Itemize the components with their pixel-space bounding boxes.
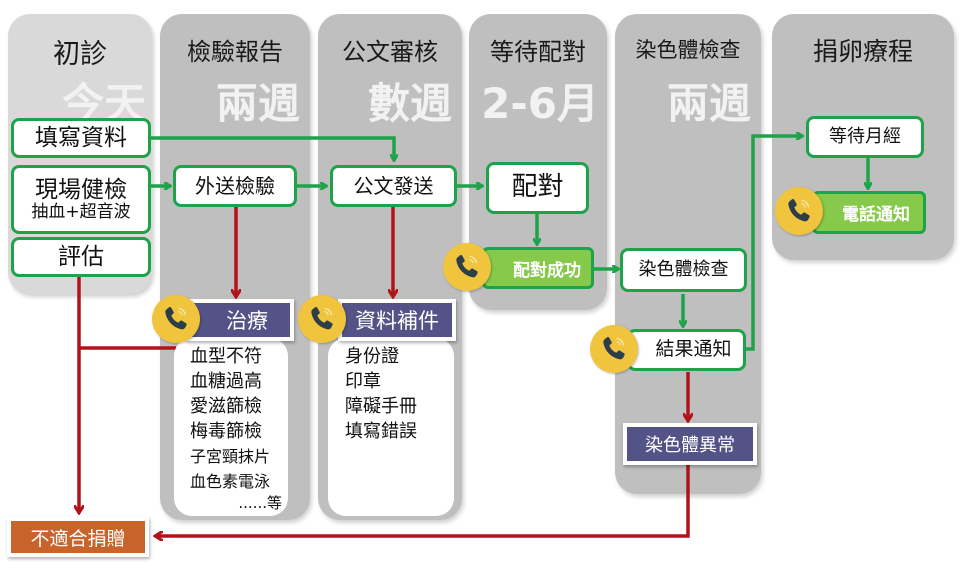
step-wait-period[interactable]: 等待月經: [806, 116, 924, 158]
phone-icon: [298, 295, 346, 343]
step-label: 現場健檢: [35, 176, 127, 203]
step-match-success[interactable]: 配對成功: [482, 247, 594, 289]
column-title: 公文審核: [342, 38, 438, 66]
step-label: 電話通知: [842, 205, 910, 225]
step-label: 外送檢驗: [195, 173, 275, 198]
reason-item: 障礙手冊: [345, 396, 417, 417]
reason-item: ......等: [238, 494, 282, 512]
outcome-chromosome-abnormal[interactable]: 染色體異常: [623, 423, 757, 465]
step-external-test[interactable]: 外送檢驗: [173, 165, 297, 207]
step-onsite-checkup[interactable]: 現場健檢 抽血+超音波: [11, 165, 151, 234]
step-label: 染色體檢查: [638, 258, 729, 280]
reason-item: 血糖過高: [190, 371, 262, 392]
phone-icon: [775, 187, 823, 235]
arrow-fill-form-to-document: [150, 136, 394, 160]
column-title: 等待配對: [490, 38, 586, 66]
phone-icon: [590, 325, 638, 373]
step-sublabel: 抽血+超音波: [31, 201, 131, 222]
outcome-label: 染色體異常: [645, 435, 735, 456]
step-chromosome-test[interactable]: 染色體檢查: [620, 248, 747, 292]
reason-item: 子宮頸抹片: [190, 447, 271, 466]
step-label: 結果通知: [655, 338, 732, 361]
step-matching[interactable]: 配對: [486, 162, 589, 214]
step-phone-notice[interactable]: 電話通知: [812, 191, 926, 234]
step-evaluation[interactable]: 評估: [11, 237, 151, 277]
step-label: 公文發送: [353, 173, 434, 198]
phone-icon: [443, 243, 491, 291]
arrow-result-to-wait: [744, 136, 802, 351]
outcome-label: 治療: [226, 309, 268, 333]
step-label: 配對成功: [513, 260, 581, 281]
step-document-send[interactable]: 公文發送: [330, 165, 457, 207]
step-label: 評估: [58, 243, 104, 270]
column-title: 染色體檢查: [635, 38, 741, 62]
reason-item: 印章: [345, 371, 381, 392]
reason-item: 填寫錯誤: [345, 421, 417, 442]
column-duration: 2-6月: [481, 79, 599, 128]
column-duration: 數週: [367, 79, 452, 128]
outcome-label: 資料補件: [355, 309, 439, 333]
step-label: 等待月經: [829, 125, 901, 147]
reason-item: 愛滋篩檢: [190, 396, 262, 417]
phone-icon: [152, 295, 200, 343]
treatment-reasons-list: 血型不符 血糖過高 愛滋篩檢 梅毒篩檢 子宮頸抹片 血色素電泳 ......等: [174, 338, 288, 516]
supplement-reasons-list: 身份證 印章 障礙手冊 填寫錯誤: [328, 338, 454, 516]
column-title: 檢驗報告: [187, 38, 283, 66]
column-title: 初診: [53, 39, 107, 70]
outcome-supplement-docs[interactable]: 資料補件: [338, 299, 456, 341]
step-label: 配對: [511, 172, 564, 203]
reason-item: 血型不符: [190, 346, 262, 367]
column-duration: 兩週: [215, 79, 300, 128]
step-label: 填寫資料: [35, 124, 127, 151]
reason-item: 血色素電泳: [190, 472, 271, 491]
column-duration: 兩週: [666, 79, 751, 128]
step-result-notice[interactable]: 結果通知: [627, 329, 746, 371]
outcome-label: 不適合捐贈: [30, 527, 126, 550]
reason-item: 身份證: [345, 346, 399, 367]
arrow-abnormal-to-not-eligible: [156, 464, 690, 536]
step-fill-form[interactable]: 填寫資料: [11, 118, 151, 158]
outcome-not-eligible[interactable]: 不適合捐贈: [7, 517, 149, 557]
outcome-treatment[interactable]: 治療: [186, 299, 294, 341]
reason-item: 梅毒篩檢: [190, 421, 262, 442]
column-title: 捐卵療程: [812, 37, 913, 66]
